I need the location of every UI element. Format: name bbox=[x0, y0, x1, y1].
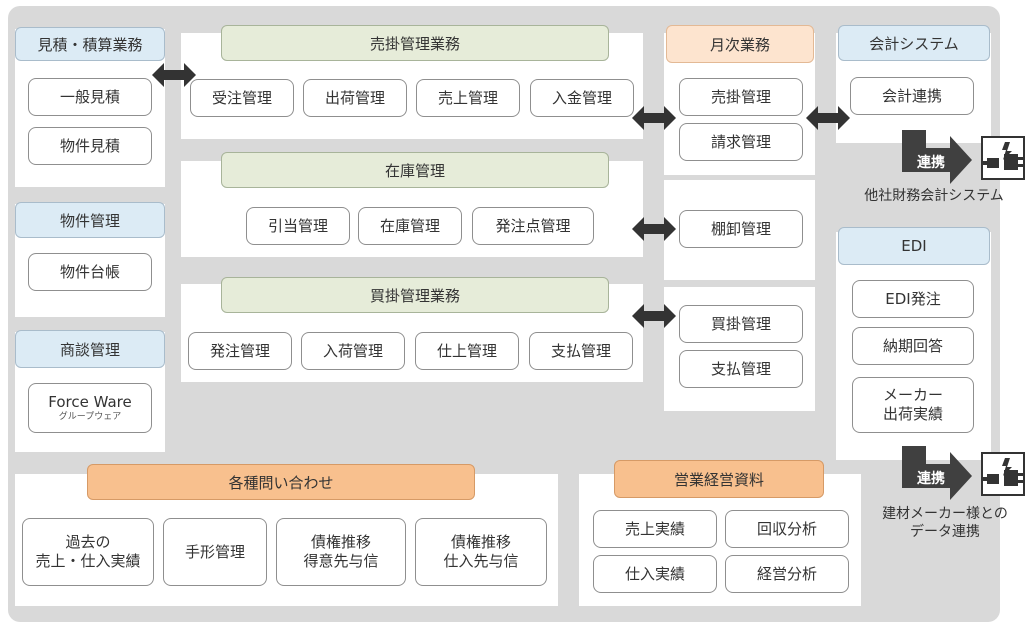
receiving-management-button[interactable]: 入荷管理 bbox=[301, 332, 405, 370]
external-edi-label: 建材メーカー様との データ連携 bbox=[860, 505, 1030, 541]
purchase-monthly-double-arrow bbox=[632, 304, 676, 328]
external-edi-line2: データ連携 bbox=[910, 524, 980, 541]
property-estimate-button[interactable]: 物件見積 bbox=[28, 127, 152, 165]
shipping-management-button[interactable]: 出荷管理 bbox=[303, 79, 407, 117]
allocation-management-button[interactable]: 引当管理 bbox=[246, 207, 350, 245]
property-ledger-button[interactable]: 物件台帳 bbox=[28, 253, 152, 291]
force-ware-button[interactable]: Force Ware グループウェア bbox=[28, 383, 152, 433]
monthly-payment-button[interactable]: 支払管理 bbox=[679, 350, 803, 388]
inquiries-header: 各種問い合わせ bbox=[87, 464, 475, 500]
maker-label: メーカー bbox=[882, 386, 943, 405]
edi-order-button[interactable]: EDI発注 bbox=[852, 280, 974, 318]
accounting-link-button[interactable]: 会計連携 bbox=[850, 77, 974, 115]
estimate-header: 見積・積算業務 bbox=[15, 27, 165, 61]
maker-shipment-button[interactable]: メーカー 出荷実績 bbox=[852, 377, 974, 433]
purchase-header: 買掛管理業務 bbox=[221, 277, 609, 313]
management-analysis-button[interactable]: 経営分析 bbox=[725, 555, 849, 593]
reorder-point-button[interactable]: 発注点管理 bbox=[472, 207, 594, 245]
supplier-credit-button[interactable]: 債権推移 仕入先与信 bbox=[415, 518, 547, 586]
sales-management-button[interactable]: 売上管理 bbox=[416, 79, 520, 117]
monthly-receivable-button[interactable]: 売掛管理 bbox=[679, 78, 803, 116]
edi-link-arrow bbox=[902, 446, 972, 500]
sales-results-button[interactable]: 売上実績 bbox=[593, 510, 717, 548]
monthly-payable-button[interactable]: 買掛管理 bbox=[679, 305, 803, 343]
sales-header: 売掛管理業務 bbox=[221, 25, 609, 61]
order-management-button[interactable]: 受注管理 bbox=[190, 79, 294, 117]
edi-header: EDI bbox=[838, 227, 990, 265]
estimate-sales-double-arrow bbox=[152, 63, 196, 87]
supplier-credit-line1: 債権推移 bbox=[450, 533, 511, 552]
sales-monthly-double-arrow bbox=[632, 106, 676, 130]
external-accounting-label: 他社財務会計システム bbox=[864, 188, 1004, 204]
past-records-line1: 過去の bbox=[65, 533, 111, 552]
payment-management-button[interactable]: 支払管理 bbox=[529, 332, 633, 370]
bill-management-button[interactable]: 手形管理 bbox=[163, 518, 267, 586]
purchase-order-button[interactable]: 発注管理 bbox=[188, 332, 292, 370]
monthly-header: 月次業務 bbox=[666, 25, 814, 63]
edi-link-label: 連携 bbox=[917, 471, 945, 487]
collection-analysis-button[interactable]: 回収分析 bbox=[725, 510, 849, 548]
payment-receipt-button[interactable]: 入金管理 bbox=[530, 79, 634, 117]
general-estimate-button[interactable]: 一般見積 bbox=[28, 78, 152, 116]
supplier-credit-line2: 仕入先与信 bbox=[443, 552, 519, 570]
groupware-label: グループウェア bbox=[58, 411, 122, 422]
force-ware-label: Force Ware bbox=[48, 393, 132, 411]
stocktaking-button[interactable]: 棚卸管理 bbox=[679, 210, 803, 248]
finishing-management-button[interactable]: 仕上管理 bbox=[415, 332, 519, 370]
accounting-header: 会計システム bbox=[838, 25, 990, 61]
delivery-reply-button[interactable]: 納期回答 bbox=[852, 327, 974, 365]
business-header: 営業経営資料 bbox=[614, 460, 824, 498]
past-records-button[interactable]: 過去の 売上・仕入実績 bbox=[22, 518, 154, 586]
edi-plug-icon bbox=[981, 452, 1025, 496]
customer-credit-line2: 得意先与信 bbox=[303, 552, 379, 570]
negotiation-header: 商談管理 bbox=[15, 330, 165, 368]
past-records-line2: 売上・仕入実績 bbox=[35, 552, 141, 570]
accounting-link-label: 連携 bbox=[917, 155, 945, 171]
customer-credit-button[interactable]: 債権推移 得意先与信 bbox=[276, 518, 406, 586]
property-header: 物件管理 bbox=[15, 202, 165, 238]
accounting-link-arrow bbox=[902, 130, 972, 184]
accounting-plug-icon bbox=[981, 136, 1025, 180]
inventory-monthly-double-arrow bbox=[632, 217, 676, 241]
billing-management-button[interactable]: 請求管理 bbox=[679, 123, 803, 161]
monthly-accounting-double-arrow bbox=[806, 106, 850, 130]
purchase-results-button[interactable]: 仕入実績 bbox=[593, 555, 717, 593]
external-edi-line1: 建材メーカー様との bbox=[882, 506, 1008, 522]
customer-credit-line1: 債権推移 bbox=[310, 533, 371, 552]
inventory-header: 在庫管理 bbox=[221, 152, 609, 188]
shipment-record-label: 出荷実績 bbox=[882, 405, 943, 423]
stock-management-button[interactable]: 在庫管理 bbox=[358, 207, 462, 245]
